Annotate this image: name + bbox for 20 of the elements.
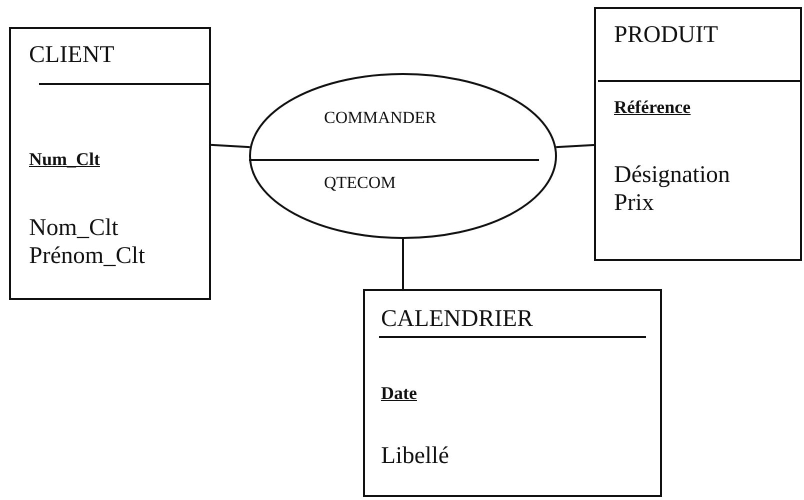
connector-line bbox=[210, 144, 250, 148]
association-ellipse bbox=[249, 73, 557, 239]
entity-name: PRODUIT bbox=[614, 21, 718, 49]
entity-box bbox=[594, 7, 802, 261]
attribute: Prénom_Clt bbox=[29, 242, 146, 270]
attribute: Prix bbox=[614, 189, 654, 217]
entity-name: CALENDRIER bbox=[381, 305, 533, 333]
attribute: QTECOM bbox=[324, 173, 396, 193]
key-attribute: Date bbox=[381, 383, 417, 404]
connector-line bbox=[402, 239, 404, 289]
attribute: Libellé bbox=[381, 442, 449, 470]
entity-box bbox=[363, 289, 662, 497]
attribute: Nom_Clt bbox=[29, 214, 118, 242]
connector-line bbox=[556, 144, 594, 148]
association-name: COMMANDER bbox=[324, 108, 436, 128]
attribute: Désignation bbox=[614, 161, 730, 189]
key-attribute: Référence bbox=[614, 97, 691, 118]
entity-name: CLIENT bbox=[29, 41, 114, 69]
key-attribute: Num_Clt bbox=[29, 149, 100, 170]
entity-box bbox=[9, 27, 211, 300]
